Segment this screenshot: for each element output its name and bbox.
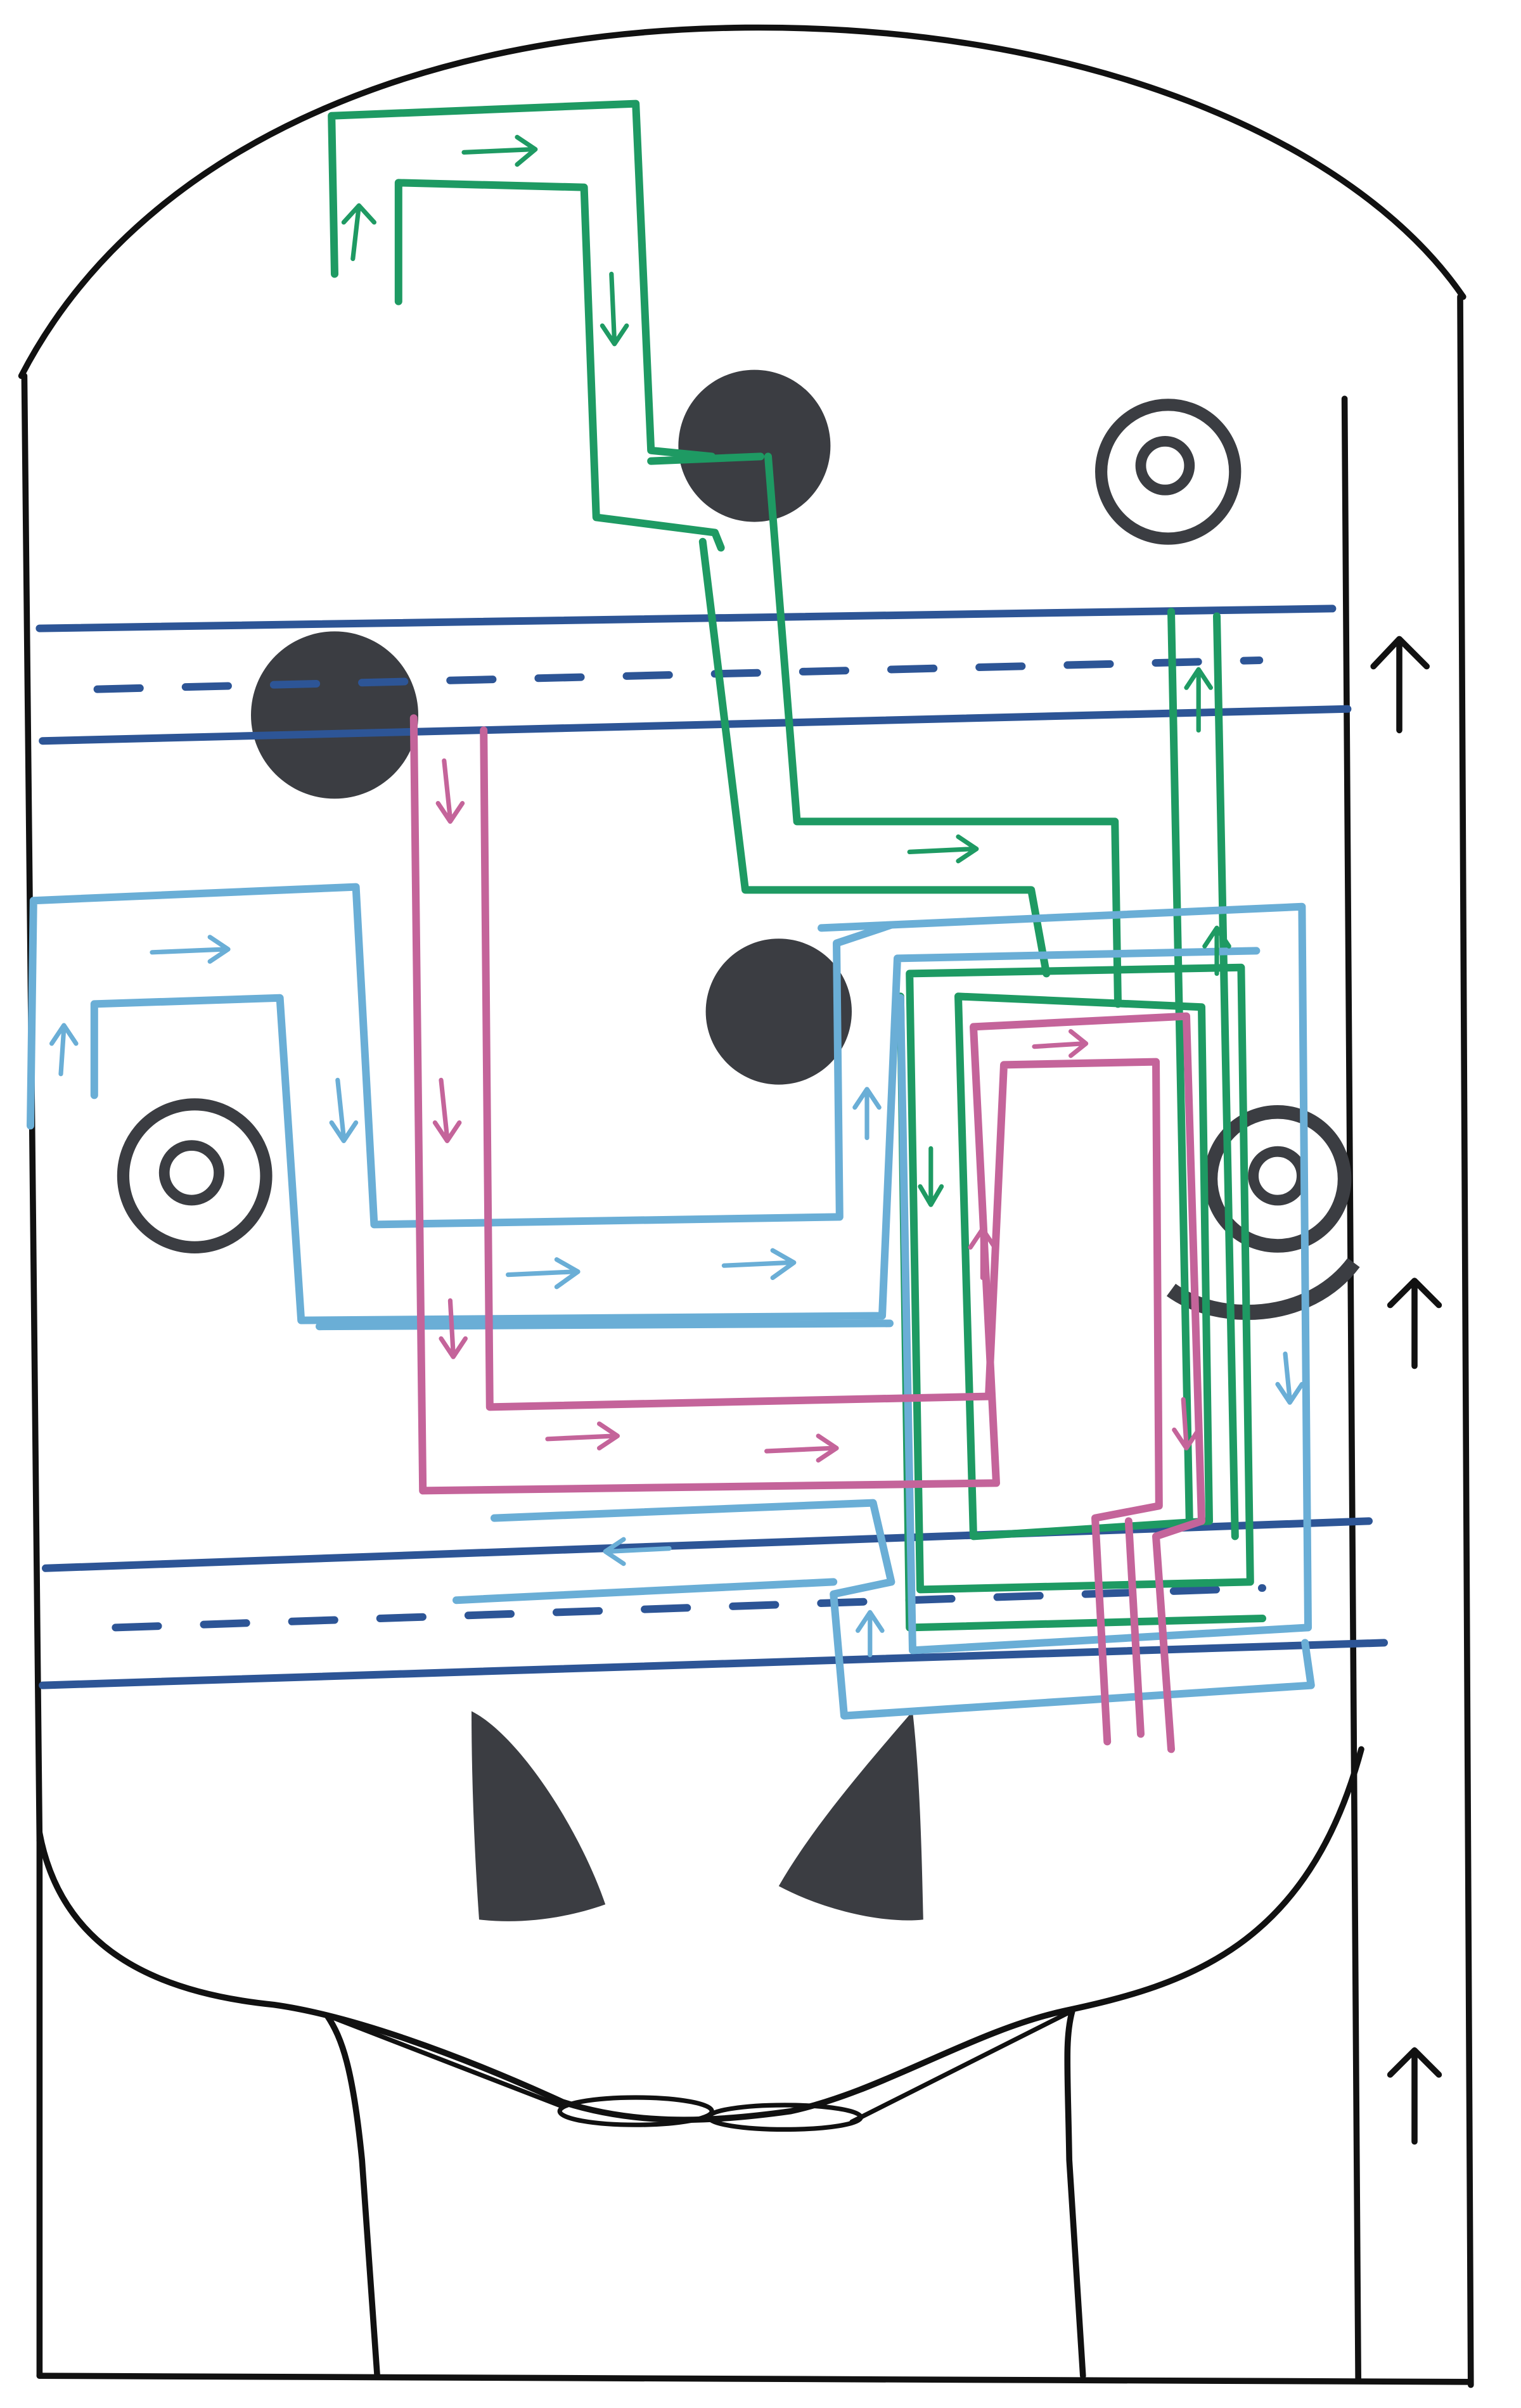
hole-top [678, 370, 830, 522]
spiral-inner [1254, 1151, 1302, 1200]
spiral-inner [164, 1146, 219, 1200]
arrow-icon [1373, 639, 1427, 730]
arrow-icon [1186, 669, 1210, 730]
screw-left [123, 1105, 266, 1248]
green-riser-right [1217, 616, 1235, 1536]
horn-right [779, 1711, 923, 1920]
arrow-icon [767, 1436, 837, 1460]
arrow-icon [1390, 1281, 1439, 1366]
chin-loop-left [560, 2097, 712, 2125]
green-drop [703, 542, 1046, 974]
spiral-icon [1101, 405, 1235, 539]
head-arc [22, 28, 1463, 376]
arrow-icon [508, 1260, 578, 1287]
blue-lower [319, 1323, 890, 1326]
arrow-icon [909, 836, 977, 861]
bottom-line [39, 2376, 1468, 2382]
jaw-curve [39, 1749, 1361, 2120]
hole-left [251, 631, 418, 798]
right-leg-line [1067, 2011, 1083, 2376]
pink-legs [1129, 1521, 1141, 1734]
arrow-icon [724, 1250, 793, 1278]
arrow-icon [548, 1424, 617, 1448]
arrow-icon [1390, 2051, 1439, 2142]
hole-middle [706, 938, 852, 1084]
screw-top-right [1101, 405, 1235, 539]
green-inner-top [399, 183, 721, 548]
flow-arrows-pink [435, 760, 1198, 1460]
green-stub [651, 456, 760, 461]
spiral-inner [1141, 441, 1190, 490]
screw-right [1171, 1112, 1354, 1312]
rail-top-upper [39, 608, 1332, 628]
blue-bottom-2 [456, 1582, 833, 1600]
rail-bottom [42, 1521, 1384, 1685]
arrow-icon [331, 1080, 356, 1141]
flow-arrows-black [1373, 639, 1439, 2141]
arrow-icon [855, 1089, 879, 1138]
arrow-icon [435, 1080, 459, 1141]
arrow-icon [152, 937, 228, 961]
arrow-icon [464, 137, 536, 164]
arrow-icon [920, 1148, 942, 1205]
rail-top [39, 608, 1347, 741]
blue-inner-left [94, 951, 1257, 1320]
rail-top-lower [42, 709, 1347, 741]
arrow-icon [52, 1025, 76, 1074]
arrow-icon [858, 1612, 882, 1655]
arrow-icon [343, 205, 374, 259]
green-outer-top [331, 104, 712, 457]
left-leg-line [327, 2015, 377, 2376]
arrow-icon [438, 760, 462, 821]
arrow-icon [1278, 1354, 1302, 1402]
arrow-icon [1034, 1032, 1086, 1056]
spiral-icon [123, 1105, 266, 1248]
arrow-icon [602, 274, 626, 343]
inner-right-line [1345, 399, 1359, 2380]
horns [472, 1711, 923, 1921]
right-side-line [1460, 297, 1471, 2385]
horn-left [472, 1711, 605, 1921]
rail-bottom-lower [42, 1643, 1384, 1685]
